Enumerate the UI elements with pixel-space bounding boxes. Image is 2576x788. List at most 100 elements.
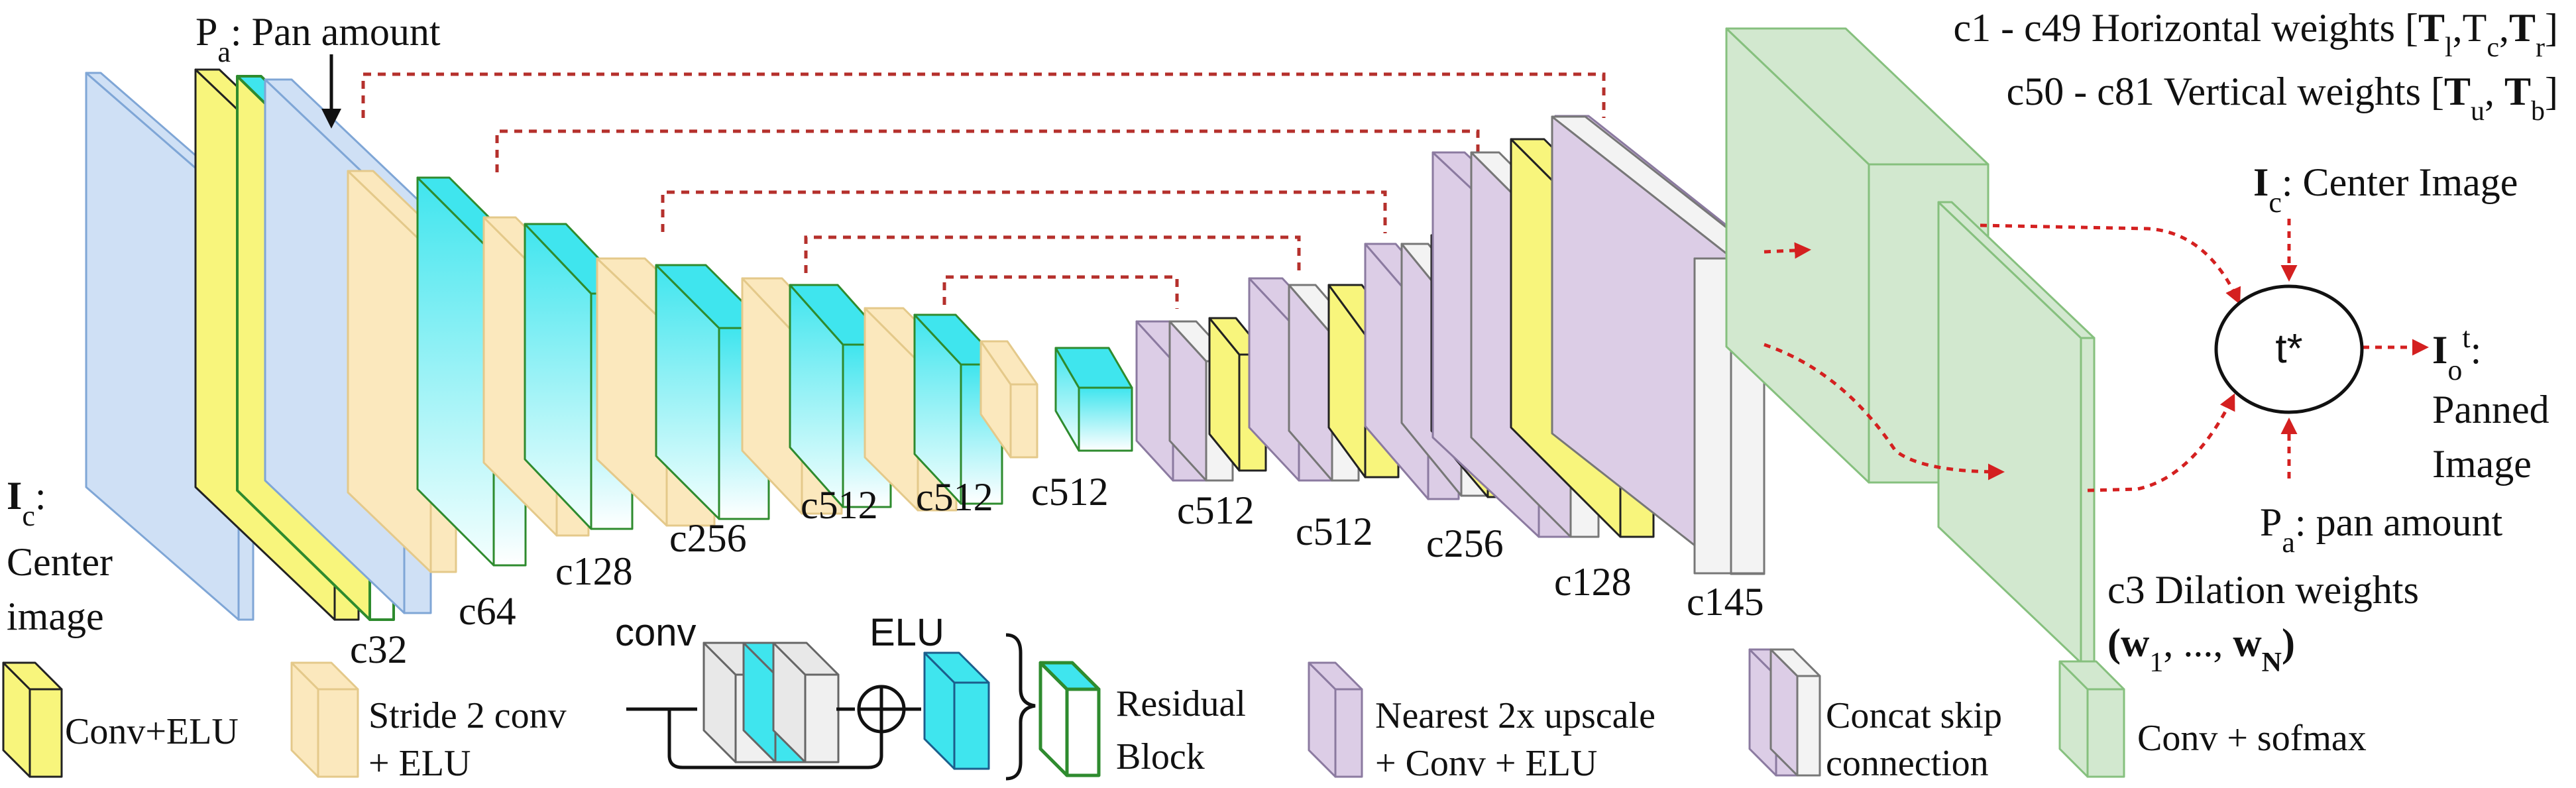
input-label: Ic:: [7, 474, 46, 532]
pan-symbol: P: [196, 10, 217, 54]
horizontal-s2: c: [2487, 32, 2499, 63]
encoder-residual-block-7-front: [1078, 386, 1133, 452]
output-subscript: o: [2447, 354, 2462, 386]
legend-residual-icon-front: [1065, 687, 1101, 777]
pan-amount-label: Pa: Pan amount: [196, 10, 441, 68]
horizontal-t1: T: [2418, 6, 2445, 50]
dilation-label-line2: (w1, ..., wN): [2107, 621, 2295, 678]
vertical-s1: u: [2471, 96, 2485, 127]
decoder-label-5: c145: [1687, 580, 1764, 624]
output-label: Iot:: [2432, 321, 2481, 386]
encoder-channel-labels: c32 c64 c128 c256 c512 c512 c512: [350, 470, 1109, 671]
horizontal-mid2: ,: [2499, 6, 2509, 50]
horizontal-t3: T: [2509, 6, 2536, 50]
vertical-t1: T: [2444, 70, 2471, 113]
layer-blocks: [2, 27, 2125, 778]
legend-conv-elu-icon-front: [28, 688, 63, 778]
dilation-sn: N: [2262, 647, 2282, 678]
legend-upscale-icon-front: [1334, 688, 1363, 778]
center-image-label: Ic: Center Image: [2253, 160, 2518, 219]
dilation-wn: w: [2233, 621, 2262, 665]
skip-connection-4: [804, 235, 1301, 277]
encoder-label-3: c128: [555, 549, 633, 593]
center-text: : Center Image: [2282, 160, 2518, 204]
legend-elu-label: ELU: [869, 611, 944, 654]
pan-text: : Pan amount: [231, 10, 441, 54]
legend-residual-skip-line: [667, 709, 883, 769]
vertical-s2: b: [2531, 96, 2545, 127]
center-subscript: c: [2268, 186, 2282, 219]
legend-softmax-icon-front: [2086, 688, 2125, 778]
skip-connection-3: [661, 190, 1387, 233]
encoder-label-1: c32: [350, 628, 408, 671]
horizontal-prefix: c1 - c49 Horizontal weights [: [1954, 6, 2418, 50]
pan-input-symbol: P: [2260, 500, 2282, 544]
input-symbol: I: [7, 474, 22, 518]
legend-residual-line1: Residual: [1116, 683, 1246, 724]
center-symbol: I: [2253, 160, 2268, 204]
legend-stride-line2: + ELU: [368, 743, 471, 784]
skip-connection-1: [361, 72, 1606, 118]
legend-concat-line1: Concat skip: [1826, 695, 2002, 736]
input-colon: :: [35, 474, 46, 518]
legend-residual-line2: Block: [1116, 736, 1205, 777]
legend-concat-line2: connection: [1826, 743, 1989, 784]
legend-conv-stack-3-front: [804, 673, 840, 763]
input-subscript: c: [22, 500, 35, 532]
horizontal-s3: r: [2536, 32, 2545, 63]
vertical-t2: T: [2504, 70, 2531, 113]
dilation-close: ): [2282, 621, 2295, 665]
input-line2: image: [7, 594, 104, 638]
input-line1: Center: [7, 540, 113, 584]
pan-amount-input-label: Pa: pan amount: [2260, 500, 2503, 559]
softmax-dilation-block-front: [2080, 337, 2096, 664]
dilation-label-line1: c3 Dilation weights: [2107, 568, 2419, 612]
output-superscript: t: [2462, 321, 2470, 354]
encoder-label-7: c512: [1031, 470, 1109, 514]
decoder-label-3: c256: [1426, 522, 1504, 565]
encoder-stride-block-6-front: [1009, 383, 1038, 459]
legend-upscale-line1: Nearest 2x upscale: [1375, 695, 1655, 736]
legend-upscale-line2: + Conv + ELU: [1375, 743, 1597, 784]
legend-stride-icon-front: [317, 688, 359, 778]
encoder-label-4: c256: [669, 516, 747, 560]
skip-connection-5: [942, 275, 1179, 309]
dilation-s1: 1: [2149, 647, 2163, 678]
pan-subscript: a: [217, 36, 231, 68]
legend: Conv+ELU Stride 2 conv + ELU conv ELU Re…: [65, 611, 2367, 784]
legend-stride-line1: Stride 2 conv: [368, 695, 567, 736]
legend-brace: [1005, 633, 1036, 781]
pan-input-text: : pan amount: [2295, 500, 2503, 544]
output-colon: :: [2471, 328, 2482, 372]
decoder-channel-labels: c512 c512 c256 c128 c145: [1177, 488, 1764, 624]
dilation-open: (: [2107, 621, 2121, 665]
skip-connection-2: [495, 129, 1480, 174]
combiner-op-label: t*: [2275, 326, 2302, 372]
decoder-label-1: c512: [1177, 488, 1255, 532]
horizontal-end: ]: [2545, 6, 2558, 50]
dilation-dots: , ...,: [2163, 621, 2233, 665]
horizontal-mid1: ,T: [2453, 6, 2487, 50]
flow-from-dilation: [2087, 393, 2235, 492]
output-flow-arrows: [1764, 219, 2429, 492]
legend-concat-icon-b-front: [1796, 675, 1821, 777]
legend-conv-elu-label: Conv+ELU: [65, 711, 239, 752]
encoder-label-2: c64: [459, 589, 516, 633]
decoder-label-2: c512: [1296, 510, 1373, 553]
legend-elu-icon-front: [953, 681, 990, 770]
vertical-end: ]: [2545, 70, 2558, 113]
horizontal-weights-label: c1 - c49 Horizontal weights [Tl,Tc,Tr]: [1954, 6, 2559, 63]
output-line1: Panned: [2432, 388, 2549, 431]
legend-conv-label: conv: [615, 611, 697, 654]
horizontal-s1: l: [2445, 32, 2453, 63]
pan-input-subscript: a: [2282, 526, 2295, 559]
vertical-mid: ,: [2485, 70, 2504, 113]
dilation-w1: w: [2121, 621, 2150, 665]
encoder-label-6: c512: [916, 475, 993, 519]
flow-to-dilation: [1764, 343, 2005, 480]
combiner-node: [2214, 284, 2364, 414]
decoder-label-4: c128: [1554, 560, 1632, 604]
output-line2: Image: [2432, 442, 2532, 486]
legend-softmax-label: Conv + sofmax: [2137, 718, 2367, 759]
